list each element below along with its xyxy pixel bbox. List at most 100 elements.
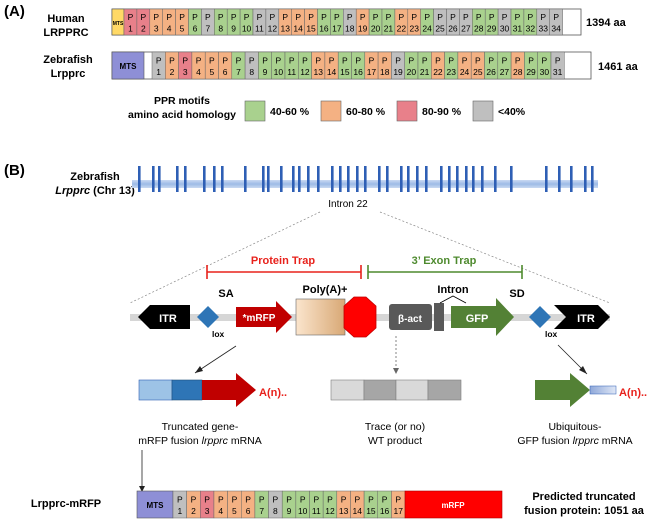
lrpprc-mrfp-fusion-row: Lrpprc-mRFP MTS P1P2P3P4P5P6P7P8P9P10P11…	[31, 490, 645, 519]
itr-left	[138, 305, 190, 329]
human-motif-prefix: P	[399, 12, 405, 22]
human-motif-number: 11	[255, 23, 264, 33]
gene-exon	[152, 166, 155, 192]
human-length: 1394 aa	[586, 17, 627, 29]
fusion-motif-prefix: P	[273, 494, 279, 504]
gene-exon	[221, 166, 224, 192]
fusion-motif-number: 11	[312, 506, 321, 516]
intron-splice-line	[439, 295, 467, 304]
fusion-motif-prefix: P	[341, 494, 347, 504]
zf-motif-number: 23	[447, 67, 457, 77]
zf-motif-number: 6	[223, 67, 228, 77]
zoom-line-left	[129, 211, 321, 304]
fusion-motif-number: 15	[366, 506, 376, 516]
zf-motif-number: 9	[263, 67, 268, 77]
fusion-motif-number: 14	[353, 506, 363, 516]
zf-motif-prefix: P	[502, 55, 508, 65]
human-motif-prefix: P	[373, 12, 379, 22]
gene-exon	[591, 166, 594, 192]
gene-exon	[570, 166, 573, 192]
upstream-exons-light	[138, 379, 173, 401]
zf-motif-number: 11	[287, 67, 296, 77]
human-motif-number: 17	[332, 23, 342, 33]
zf-motif-prefix: P	[249, 55, 255, 65]
gene-exon	[184, 166, 187, 192]
rfp-polya-tail: A(n)..	[259, 387, 287, 399]
gene-exon	[407, 166, 410, 192]
zf-name-line1: Zebrafish	[43, 54, 93, 66]
human-motif-number: 5	[180, 23, 185, 33]
fusion-motif-number: 7	[259, 506, 264, 516]
zf-motif-prefix: P	[528, 55, 534, 65]
gfp-caption-line1: Ubiquitous-	[548, 421, 602, 433]
human-name-line2: LRPPRC	[43, 27, 88, 39]
bact-intron-block	[434, 303, 444, 331]
human-motif-number: 14	[293, 23, 303, 33]
fusion-motif-prefix: P	[204, 494, 210, 504]
fusion-motif-number: 3	[205, 506, 210, 516]
gene-exon	[494, 166, 497, 192]
human-motif-number: 34	[551, 23, 561, 33]
human-ppr-motifs: P1P2P3P4P5P6P7P8P9P10P11P12P13P14P15P16P…	[123, 8, 563, 36]
panel-b-label: (B)	[4, 162, 25, 179]
zf-name-line2: Lrpprc	[51, 68, 86, 80]
human-motif-prefix: P	[540, 12, 546, 22]
fusion-mts-box	[136, 490, 174, 519]
human-motif-number: 1	[128, 23, 133, 33]
gene-exon	[558, 166, 561, 192]
gene-exon	[292, 166, 295, 192]
human-motif-number: 8	[218, 23, 223, 33]
gfp-caption-line2: GFP fusion lrpprc mRNA	[517, 435, 632, 447]
gfp-transcript-arrow	[535, 373, 590, 407]
fusion-motif-prefix: P	[327, 494, 333, 504]
human-motif-number: 16	[319, 23, 329, 33]
gene-exon	[364, 166, 367, 192]
gene-exon	[203, 166, 206, 192]
gene-exon	[176, 166, 179, 192]
zf-motif-prefix: P	[462, 55, 468, 65]
protein-trap-bracket: Protein Trap	[206, 255, 362, 279]
wt-exon-2	[363, 379, 397, 401]
zf-motif-prefix: P	[329, 55, 335, 65]
gene-exon	[158, 166, 161, 192]
zf-motif-prefix: P	[448, 55, 454, 65]
gfp-arrow	[451, 298, 514, 336]
zf-motif-number: 29	[526, 67, 536, 77]
zf-motif-number: 27	[500, 67, 510, 77]
human-motif-number: 30	[500, 23, 510, 33]
lrpprc-gene-structure: Zebrafish Lrpprc (Chr 13) Intron 22	[55, 166, 598, 210]
legend-label-red: 80-90 %	[422, 106, 462, 118]
legend-label-gray: <40%	[498, 106, 526, 118]
zf-motif-prefix: P	[435, 55, 441, 65]
zf-mts-label: MTS	[120, 62, 138, 71]
fusion-mrfp-box	[404, 490, 503, 519]
intron-22-label: Intron 22	[328, 199, 368, 210]
zf-motif-number: 17	[367, 67, 377, 77]
zf-motif-prefix: P	[169, 55, 175, 65]
zf-motif-number: 28	[513, 67, 523, 77]
fusion-motif-prefix: P	[218, 494, 224, 504]
human-motif-number: 31	[513, 23, 523, 33]
zf-motif-number: 15	[340, 67, 350, 77]
fusion-mrfp-label: mRFP	[441, 501, 465, 510]
gfp-downstream-exons	[589, 385, 617, 395]
human-motif-prefix: P	[502, 12, 508, 22]
zf-motif-prefix: P	[409, 55, 415, 65]
gfp-polya-tail: A(n)..	[619, 387, 647, 399]
fusion-motif-number: 9	[287, 506, 292, 516]
fusion-ppr-motifs: P1P2P3P4P5P6P7P8P9P10P11P12P13P14P15P16P…	[172, 490, 406, 519]
zf-motif-number: 12	[300, 67, 310, 77]
arrowhead-rfp	[195, 366, 203, 373]
human-motif-number: 9	[231, 23, 236, 33]
predicted-line1: Predicted truncated	[532, 491, 635, 503]
human-motif-number: 4	[167, 23, 172, 33]
protein-trap-label: Protein Trap	[251, 255, 315, 267]
gene-exon	[456, 166, 459, 192]
human-lrpprc-row: Human LRPPRC MTS P1P2P3P4P5P6P7P8P9P10P1…	[43, 8, 627, 39]
gene-exon	[378, 166, 381, 192]
human-motif-number: 19	[358, 23, 368, 33]
human-motif-number: 33	[539, 23, 549, 33]
zf-motif-prefix: P	[222, 55, 228, 65]
exon-trap-label: 3’ Exon Trap	[412, 255, 477, 267]
zf-motif-prefix: P	[395, 55, 401, 65]
